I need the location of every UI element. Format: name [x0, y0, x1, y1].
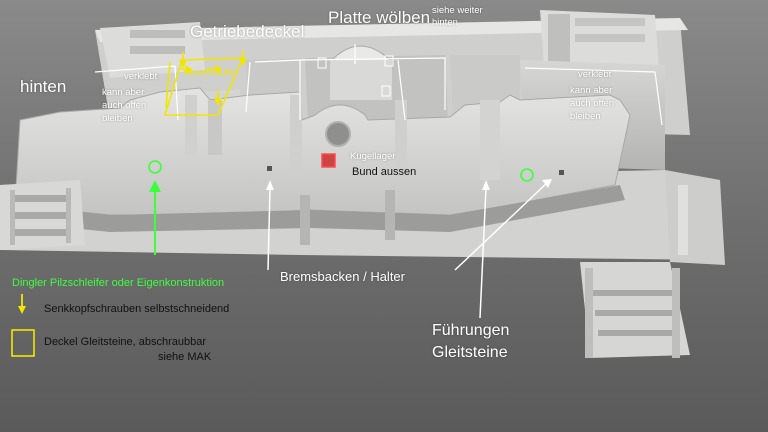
- legend-yellow-box-icon: [11, 329, 35, 357]
- label-verklebt-left: verklebt: [124, 71, 158, 82]
- label-getriebedeckel: Getriebedeckel: [190, 22, 305, 41]
- verschraubt-outline: [163, 57, 245, 116]
- legend-senkkopf: Senkkopfschrauben selbstschneidend: [44, 303, 230, 315]
- label-verschraubt: verschraubt: [184, 67, 234, 78]
- label-kann-aber-left-1: kann aber: [102, 87, 145, 98]
- kugellager-marker: [321, 153, 336, 168]
- right-end: [665, 170, 725, 265]
- label-bremsbacken: Bremsbacken / Halter: [280, 269, 405, 284]
- label-kann-aber-left-3: bleiben: [102, 113, 133, 124]
- label-dingler: Dingler Pilzschleifer oder Eigenkonstruk…: [12, 277, 225, 289]
- legend-siehe-mak: siehe MAK: [158, 351, 212, 363]
- label-siehe-weiter-2: hinten: [432, 17, 458, 28]
- label-hinten: hinten: [20, 77, 67, 96]
- label-kugellager: Kugellager: [350, 151, 396, 162]
- label-fuehrungen-1: Führungen: [432, 322, 510, 339]
- label-kann-aber-right-3: bleiben: [570, 111, 601, 122]
- label-siehe-weiter-1: siehe weiter: [432, 5, 483, 16]
- label-kann-aber-right-1: kann aber: [570, 85, 613, 96]
- label-kann-aber-right-2: auch offen: [570, 98, 615, 109]
- label-platte-woelben: Platte wölben: [328, 8, 431, 27]
- label-bund-aussen: Bund aussen: [352, 166, 417, 178]
- legend-deckel: Deckel Gleitsteine, abschraubbar: [44, 336, 207, 348]
- green-marker-right: [520, 168, 534, 182]
- label-verklebt-right: verklebt: [578, 69, 612, 80]
- label-fuehrungen-2: Gleitsteine: [432, 344, 508, 361]
- green-marker-left: [148, 160, 162, 174]
- back-rim: [95, 18, 688, 42]
- label-kann-aber-left-2: auch offen: [102, 100, 147, 111]
